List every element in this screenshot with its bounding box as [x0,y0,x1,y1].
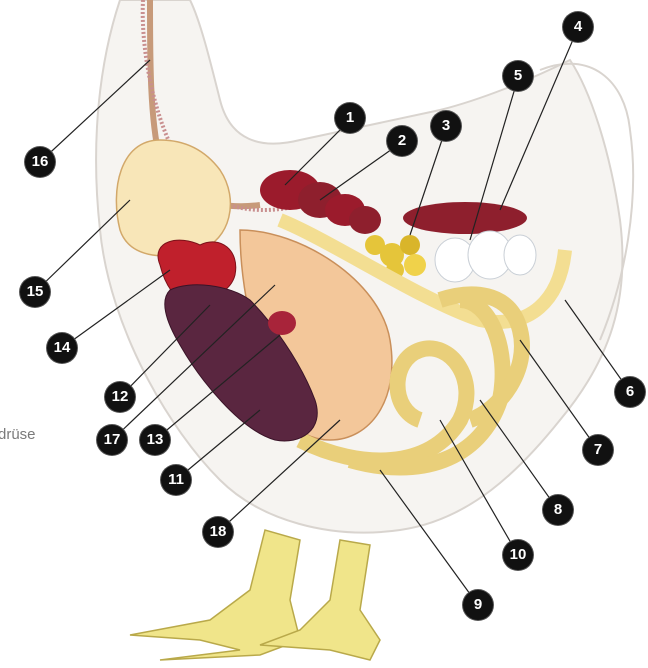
label-marker-17: 17 [97,425,127,455]
label-marker-18: 18 [203,517,233,547]
label-marker-16: 16 [25,147,55,177]
label-marker-6: 6 [615,377,645,407]
label-marker-5: 5 [503,61,533,91]
label-marker-13: 13 [140,425,170,455]
label-marker-1: 1 [335,103,365,133]
label-marker-4: 4 [563,12,593,42]
label-marker-3: 3 [431,111,461,141]
legs [130,530,380,660]
label-marker-15: 15 [20,277,50,307]
label-marker-11: 11 [161,465,191,495]
label-marker-9: 9 [463,590,493,620]
air-sacs [435,231,536,282]
label-marker-14: 14 [47,333,77,363]
label-marker-10: 10 [503,540,533,570]
label-marker-2: 2 [387,126,417,156]
cropped-side-label: drüse [0,426,36,443]
kidney [403,202,527,234]
spleen [268,311,296,335]
label-marker-7: 7 [583,435,613,465]
label-marker-8: 8 [543,495,573,525]
label-marker-12: 12 [105,382,135,412]
